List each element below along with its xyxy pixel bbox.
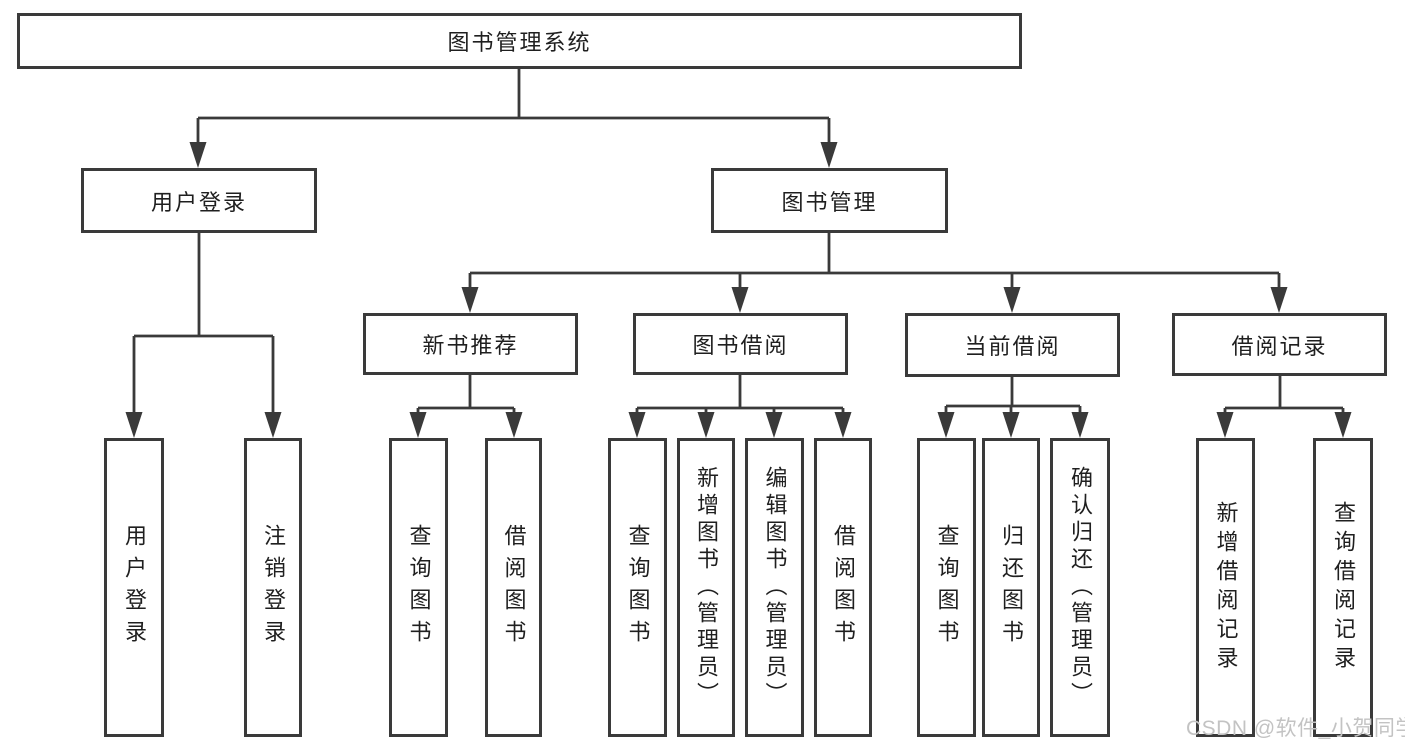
- leaf-query-borrow-record-label: 查询借阅记录: [1331, 500, 1356, 675]
- leaf-edit-book-admin-label: 编辑图书（管理员）: [762, 466, 788, 709]
- leaf-logout-label: 注销登录: [261, 523, 286, 652]
- node-root: 图书管理系统: [17, 13, 1022, 69]
- leaf-borrow-books-recommend-label: 借阅图书: [501, 523, 527, 652]
- node-root-label: 图书管理系统: [447, 30, 592, 55]
- leaf-return-book: 归还图书: [982, 438, 1040, 737]
- leaf-query-borrow-record: 查询借阅记录: [1313, 438, 1373, 737]
- leaf-query-books-current-label: 查询图书: [934, 523, 960, 652]
- leaf-add-borrow-record-label: 新增借阅记录: [1213, 500, 1239, 675]
- leaf-query-books-current: 查询图书: [917, 438, 976, 737]
- leaf-logout: 注销登录: [244, 438, 302, 737]
- node-login-group-label: 用户登录: [150, 189, 247, 215]
- node-borrow-records-label: 借阅记录: [1231, 333, 1328, 359]
- node-book-mgmt: 图书管理: [711, 168, 948, 233]
- node-book-borrow: 图书借阅: [633, 313, 848, 375]
- leaf-borrow-books-borrow-label: 借阅图书: [831, 523, 856, 652]
- leaf-edit-book-admin: 编辑图书（管理员）: [745, 438, 804, 737]
- leaf-query-books-borrow: 查询图书: [608, 438, 667, 737]
- leaf-query-books-recommend: 查询图书: [389, 438, 448, 737]
- leaf-borrow-books-borrow: 借阅图书: [814, 438, 872, 737]
- leaf-query-books-recommend-label: 查询图书: [406, 523, 432, 652]
- leaf-borrow-books-recommend: 借阅图书: [485, 438, 542, 737]
- node-book-mgmt-label: 图书管理: [781, 189, 878, 215]
- node-book-borrow-label: 图书借阅: [692, 333, 789, 358]
- node-current-borrow-label: 当前借阅: [964, 334, 1061, 359]
- csdn-watermark: CSDN @软件_小贺同学: [1186, 717, 1405, 740]
- leaf-user-login: 用户登录: [104, 438, 164, 737]
- leaf-query-books-borrow-label: 查询图书: [625, 523, 651, 652]
- leaf-confirm-return-admin-label: 确认归还（管理员）: [1068, 466, 1093, 709]
- leaf-add-book-admin: 新增图书（管理员）: [677, 438, 735, 737]
- node-new-book-recommend-label: 新书推荐: [422, 333, 519, 358]
- node-current-borrow: 当前借阅: [905, 313, 1120, 377]
- leaf-return-book-label: 归还图书: [999, 523, 1024, 652]
- node-borrow-records: 借阅记录: [1172, 313, 1387, 376]
- node-login-group: 用户登录: [81, 168, 317, 233]
- node-new-book-recommend: 新书推荐: [363, 313, 578, 375]
- leaf-confirm-return-admin: 确认归还（管理员）: [1050, 438, 1110, 737]
- leaf-user-login-label: 用户登录: [122, 523, 147, 652]
- leaf-add-borrow-record: 新增借阅记录: [1196, 438, 1255, 737]
- leaf-add-book-admin-label: 新增图书（管理员）: [694, 466, 719, 709]
